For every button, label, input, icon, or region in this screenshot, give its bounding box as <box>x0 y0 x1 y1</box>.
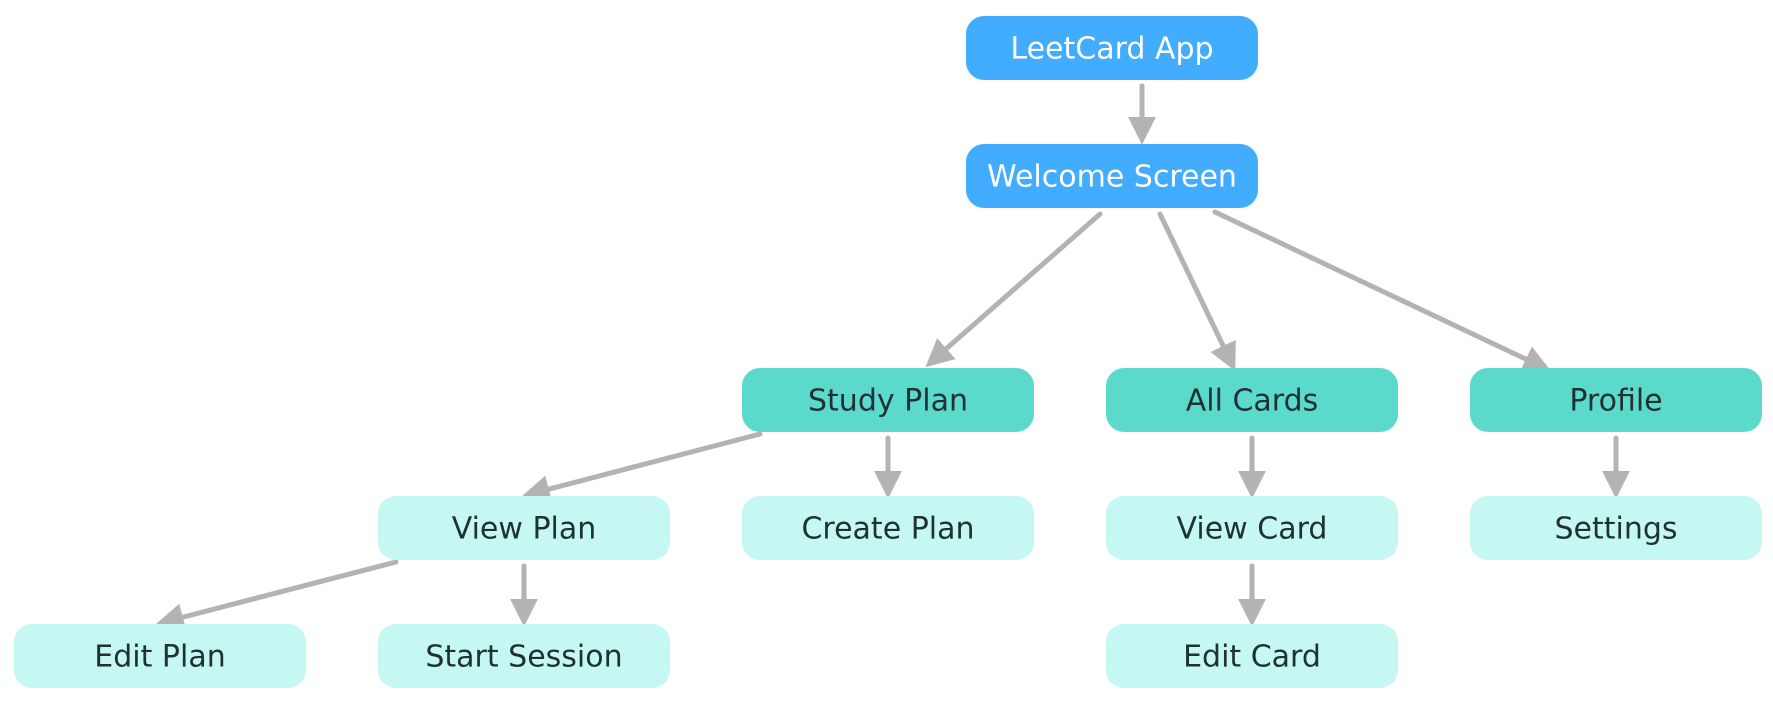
edges <box>155 83 1630 631</box>
node-create-plan[interactable]: Create Plan <box>742 496 1034 560</box>
node-leetcard-app[interactable]: LeetCard App <box>966 16 1258 80</box>
node-label-settings: Settings <box>1554 512 1677 547</box>
node-box-all-cards[interactable] <box>1106 368 1398 432</box>
node-box-welcome-screen[interactable] <box>966 144 1258 208</box>
node-label-leetcard-app: LeetCard App <box>1010 32 1213 67</box>
node-box-settings[interactable] <box>1470 496 1762 560</box>
node-box-view-plan[interactable] <box>378 496 670 560</box>
edge-study-plan-to-view-plan <box>521 431 763 503</box>
edge-welcome-screen-to-study-plan <box>925 211 1103 368</box>
node-box-view-card[interactable] <box>1106 496 1398 560</box>
node-start-session[interactable]: Start Session <box>378 624 670 688</box>
node-view-card[interactable]: View Card <box>1106 496 1398 560</box>
node-box-leetcard-app[interactable] <box>966 16 1258 80</box>
node-label-welcome-screen: Welcome Screen <box>987 160 1237 195</box>
node-profile[interactable]: Profile <box>1470 368 1762 432</box>
node-label-study-plan: Study Plan <box>808 384 968 419</box>
node-box-study-plan[interactable] <box>742 368 1034 432</box>
node-box-create-plan[interactable] <box>742 496 1034 560</box>
edge-view-plan-to-edit-plan <box>155 559 399 631</box>
node-edit-card[interactable]: Edit Card <box>1106 624 1398 688</box>
node-box-start-session[interactable] <box>378 624 670 688</box>
node-box-profile[interactable] <box>1470 368 1762 432</box>
node-all-cards[interactable]: All Cards <box>1106 368 1398 432</box>
node-study-plan[interactable]: Study Plan <box>742 368 1034 432</box>
edge-welcome-screen-to-profile <box>1212 209 1552 372</box>
node-view-plan[interactable]: View Plan <box>378 496 670 560</box>
node-label-edit-card: Edit Card <box>1183 640 1321 675</box>
node-box-edit-card[interactable] <box>1106 624 1398 688</box>
node-label-all-cards: All Cards <box>1186 384 1319 419</box>
node-label-edit-plan: Edit Plan <box>94 640 225 675</box>
node-welcome-screen[interactable]: Welcome Screen <box>966 144 1258 208</box>
node-label-view-plan: View Plan <box>452 512 597 547</box>
node-label-create-plan: Create Plan <box>801 512 974 547</box>
node-label-start-session: Start Session <box>425 640 622 675</box>
node-edit-plan[interactable]: Edit Plan <box>14 624 306 688</box>
node-label-profile: Profile <box>1569 384 1662 419</box>
node-settings[interactable]: Settings <box>1470 496 1762 560</box>
edge-welcome-screen-to-all-cards <box>1157 211 1236 372</box>
node-box-edit-plan[interactable] <box>14 624 306 688</box>
node-label-view-card: View Card <box>1177 512 1328 547</box>
